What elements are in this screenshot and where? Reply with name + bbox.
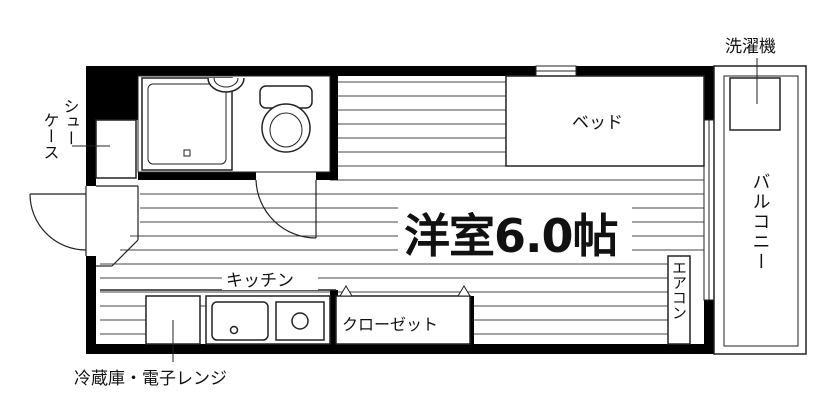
kitchen-sink: [211, 301, 269, 341]
closet: [335, 285, 471, 345]
shoe-case: [95, 119, 137, 179]
bed-label: ベッド: [572, 113, 623, 133]
room-label-bg: [398, 204, 632, 260]
kitchen-label: キッチン: [226, 271, 294, 291]
toilet-bowl: [261, 103, 311, 153]
closet-label: クローゼット: [342, 315, 438, 334]
aircon-label: エアコン: [670, 260, 688, 320]
entrance: [29, 185, 139, 267]
shoe-case-label-col1: シュー: [61, 98, 80, 146]
balcony-label: バルコニー: [750, 172, 771, 272]
washing-machine-spot: [729, 77, 781, 131]
top-window: [535, 65, 577, 77]
balcony-door: [703, 119, 715, 301]
bathroom-door: [255, 179, 317, 239]
bed: [505, 75, 705, 167]
shower-drain: [183, 149, 191, 157]
balcony-inner: [723, 75, 799, 347]
sink-bowl: [207, 77, 245, 93]
aircon-box: [667, 255, 691, 345]
kitchen-label-bg: [222, 268, 318, 290]
stove-burner: [291, 312, 309, 330]
kitchen-unit: [205, 295, 331, 345]
shoe-case-label-col2: ケース: [41, 112, 60, 160]
sink-drain: [229, 325, 239, 335]
fridge-microwave-label: 冷蔵庫・電子レンジ: [74, 369, 227, 389]
room-name-label: 洋室6.0帖: [404, 209, 618, 263]
bathroom: [137, 75, 331, 173]
washing-machine-label: 洗濯機: [725, 37, 776, 57]
walls: [86, 66, 714, 354]
